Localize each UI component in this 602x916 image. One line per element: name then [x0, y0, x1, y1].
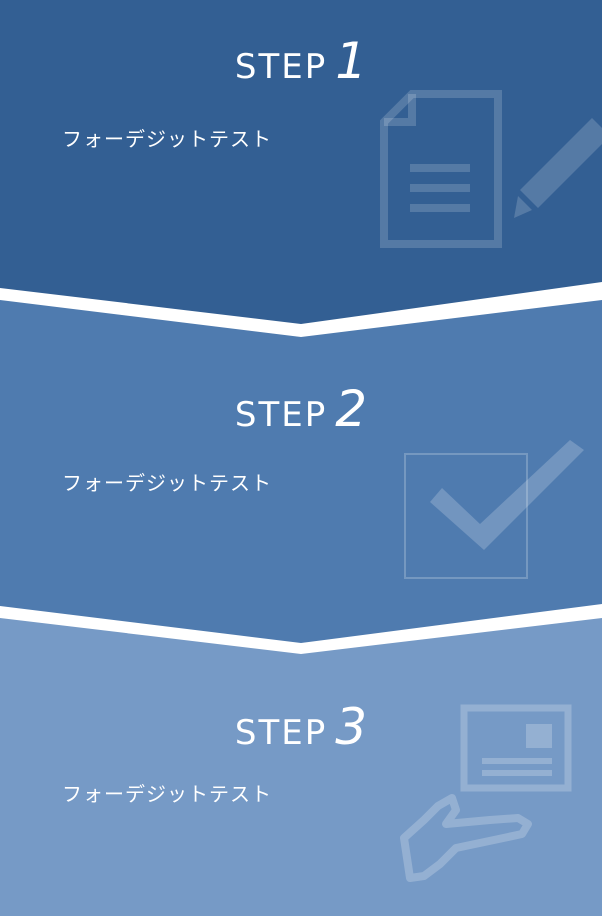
- step-1-number: 1: [335, 32, 368, 90]
- step-3-label: STEP: [234, 713, 328, 753]
- step-2-label: STEP: [234, 395, 328, 435]
- step-3-number: 3: [335, 698, 368, 756]
- step-1-label: STEP: [234, 47, 328, 87]
- step-2-description: フォーデジットテスト: [62, 471, 272, 495]
- checkbox-check-icon: [404, 440, 584, 579]
- hand-card-icon: [400, 704, 572, 882]
- step-2-number: 2: [335, 380, 368, 438]
- step-3-description: フォーデジットテスト: [62, 782, 272, 806]
- document-pencil-icon: [380, 90, 602, 248]
- step-1-description: フォーデジットテスト: [62, 127, 272, 151]
